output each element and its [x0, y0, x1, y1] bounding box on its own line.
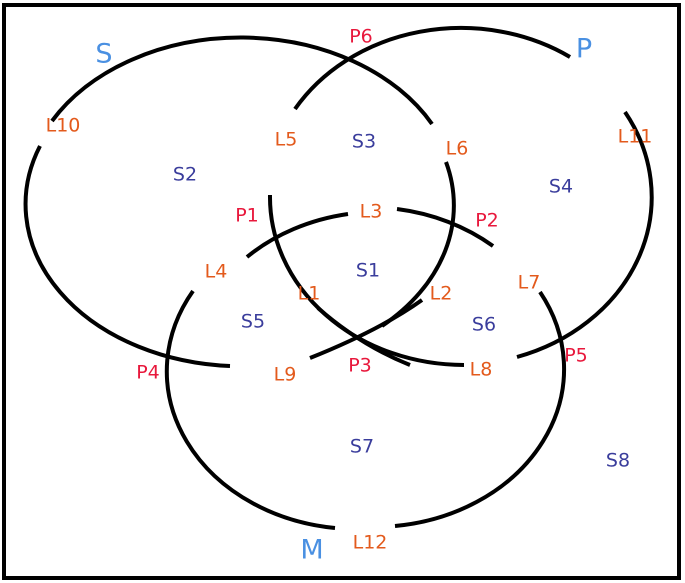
inner-curve-left [316, 306, 411, 367]
region-label-s6: S6 [472, 314, 496, 336]
circle-m-arc-left [164, 289, 336, 530]
point-label-p1: P1 [235, 205, 259, 227]
line-label-l12: L12 [353, 532, 388, 554]
line-label-l5: L5 [275, 129, 298, 151]
region-label-s8: S8 [606, 450, 630, 472]
point-label-p4: P4 [136, 362, 160, 384]
region-label-s3: S3 [352, 131, 376, 153]
line-label-l1: L1 [298, 283, 321, 305]
point-label-p2: P2 [475, 210, 499, 232]
region-label-s1: S1 [356, 260, 380, 282]
line-label-l3: L3 [360, 201, 383, 223]
region-label-s5: S5 [241, 311, 265, 333]
circle-p-arc-right [516, 110, 654, 359]
circle-s-arc-bottom [23, 145, 231, 368]
line-label-l4: L4 [205, 261, 228, 283]
point-label-p5: P5 [564, 345, 588, 367]
line-label-l2: L2 [430, 283, 453, 305]
line-label-l7: L7 [518, 272, 541, 294]
line-label-l8: L8 [470, 359, 493, 381]
circle-m-arc-right [394, 290, 566, 528]
circle-m-arc-top [245, 212, 349, 259]
line-label-l9: L9 [274, 364, 297, 386]
region-label-s7: S7 [350, 436, 374, 458]
line-label-l10: L10 [46, 115, 81, 137]
inner-curve-right [309, 298, 424, 360]
set-label-s: S [95, 39, 112, 70]
circle-p-arc-top [293, 25, 572, 111]
point-label-p3: P3 [348, 355, 372, 377]
line-label-l11: L11 [618, 126, 653, 148]
point-label-p6: P6 [349, 26, 373, 48]
set-label-p: P [576, 34, 592, 65]
frame-border [2, 3, 681, 580]
line-label-l6: L6 [446, 138, 469, 160]
region-label-s2: S2 [173, 164, 197, 186]
circle-s-arc-top [50, 35, 434, 126]
set-label-m: M [300, 535, 323, 566]
region-label-s4: S4 [549, 176, 573, 198]
circle-m-arc-topright [396, 207, 495, 248]
circle-s-arc-right [380, 161, 456, 328]
